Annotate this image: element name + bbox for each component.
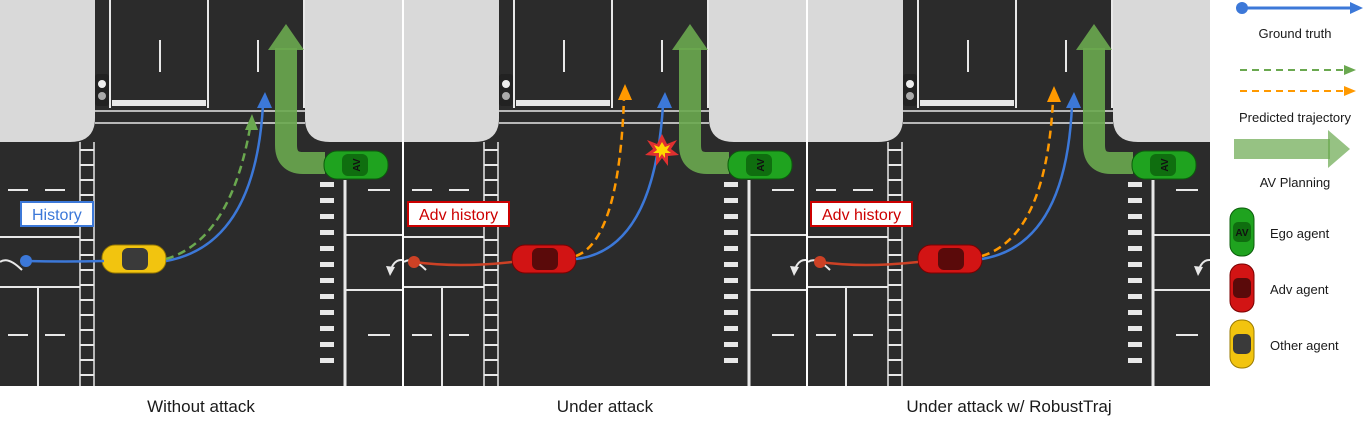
caption-robusttraj: Under attack w/ RobustTraj — [906, 397, 1112, 416]
adv-history-tag-2: Adv history — [810, 201, 914, 227]
legend-ego-car-icon: AV — [1229, 207, 1255, 257]
av-car-mark: AV — [756, 158, 767, 171]
history-track-1 — [25, 259, 105, 263]
legend-ground-truth-label: Ground truth — [1258, 26, 1332, 41]
legend-other-label: Other agent — [1270, 338, 1339, 353]
prediction-green-1 — [165, 127, 252, 261]
adv-history-track-2 — [413, 260, 513, 267]
legend-planning-label: AV Planning — [1259, 175, 1331, 190]
ground-truth-3 — [981, 104, 1074, 261]
ego-car-2: AV — [727, 150, 793, 180]
av-car-mark: AV — [352, 158, 363, 171]
legend-ground-truth-icon — [1236, 2, 1363, 14]
ground-truth-2 — [575, 104, 665, 261]
history-tag: History — [20, 201, 94, 227]
collision-burst-icon — [645, 134, 679, 166]
legend-predicted-label: Predicted trajectory — [1239, 110, 1351, 125]
legend-ego-label: Ego agent — [1270, 226, 1330, 241]
caption-under-attack: Under attack — [556, 397, 654, 416]
legend-adv-car-icon — [1229, 263, 1255, 313]
legend-other-car-icon — [1229, 319, 1255, 369]
adv-history-track-3 — [819, 260, 919, 267]
adv-history-tag-1: Adv history — [407, 201, 511, 227]
panel-without-attack: AV — [0, 0, 402, 386]
av-car-mark: AV — [1160, 158, 1171, 171]
legend: AV — [1229, 2, 1363, 369]
adv-car-3 — [917, 244, 983, 274]
prediction-orange-2 — [575, 97, 626, 258]
caption-without-attack: Without attack — [147, 397, 255, 416]
av-car-mark: AV — [1235, 228, 1248, 239]
ground-truth-1 — [165, 104, 265, 263]
panel-under-attack: AV — [404, 0, 806, 386]
panel-robusttraj: AV — [808, 0, 1210, 386]
prediction-orange-3 — [981, 99, 1055, 258]
ego-car-3: AV — [1131, 150, 1197, 180]
legend-predicted-icon — [1240, 65, 1356, 96]
legend-adv-label: Adv agent — [1270, 282, 1329, 297]
legend-planning-icon — [1234, 130, 1350, 168]
ego-car-1: AV — [323, 150, 389, 180]
adv-car-2 — [511, 244, 577, 274]
other-car-1 — [101, 244, 167, 274]
